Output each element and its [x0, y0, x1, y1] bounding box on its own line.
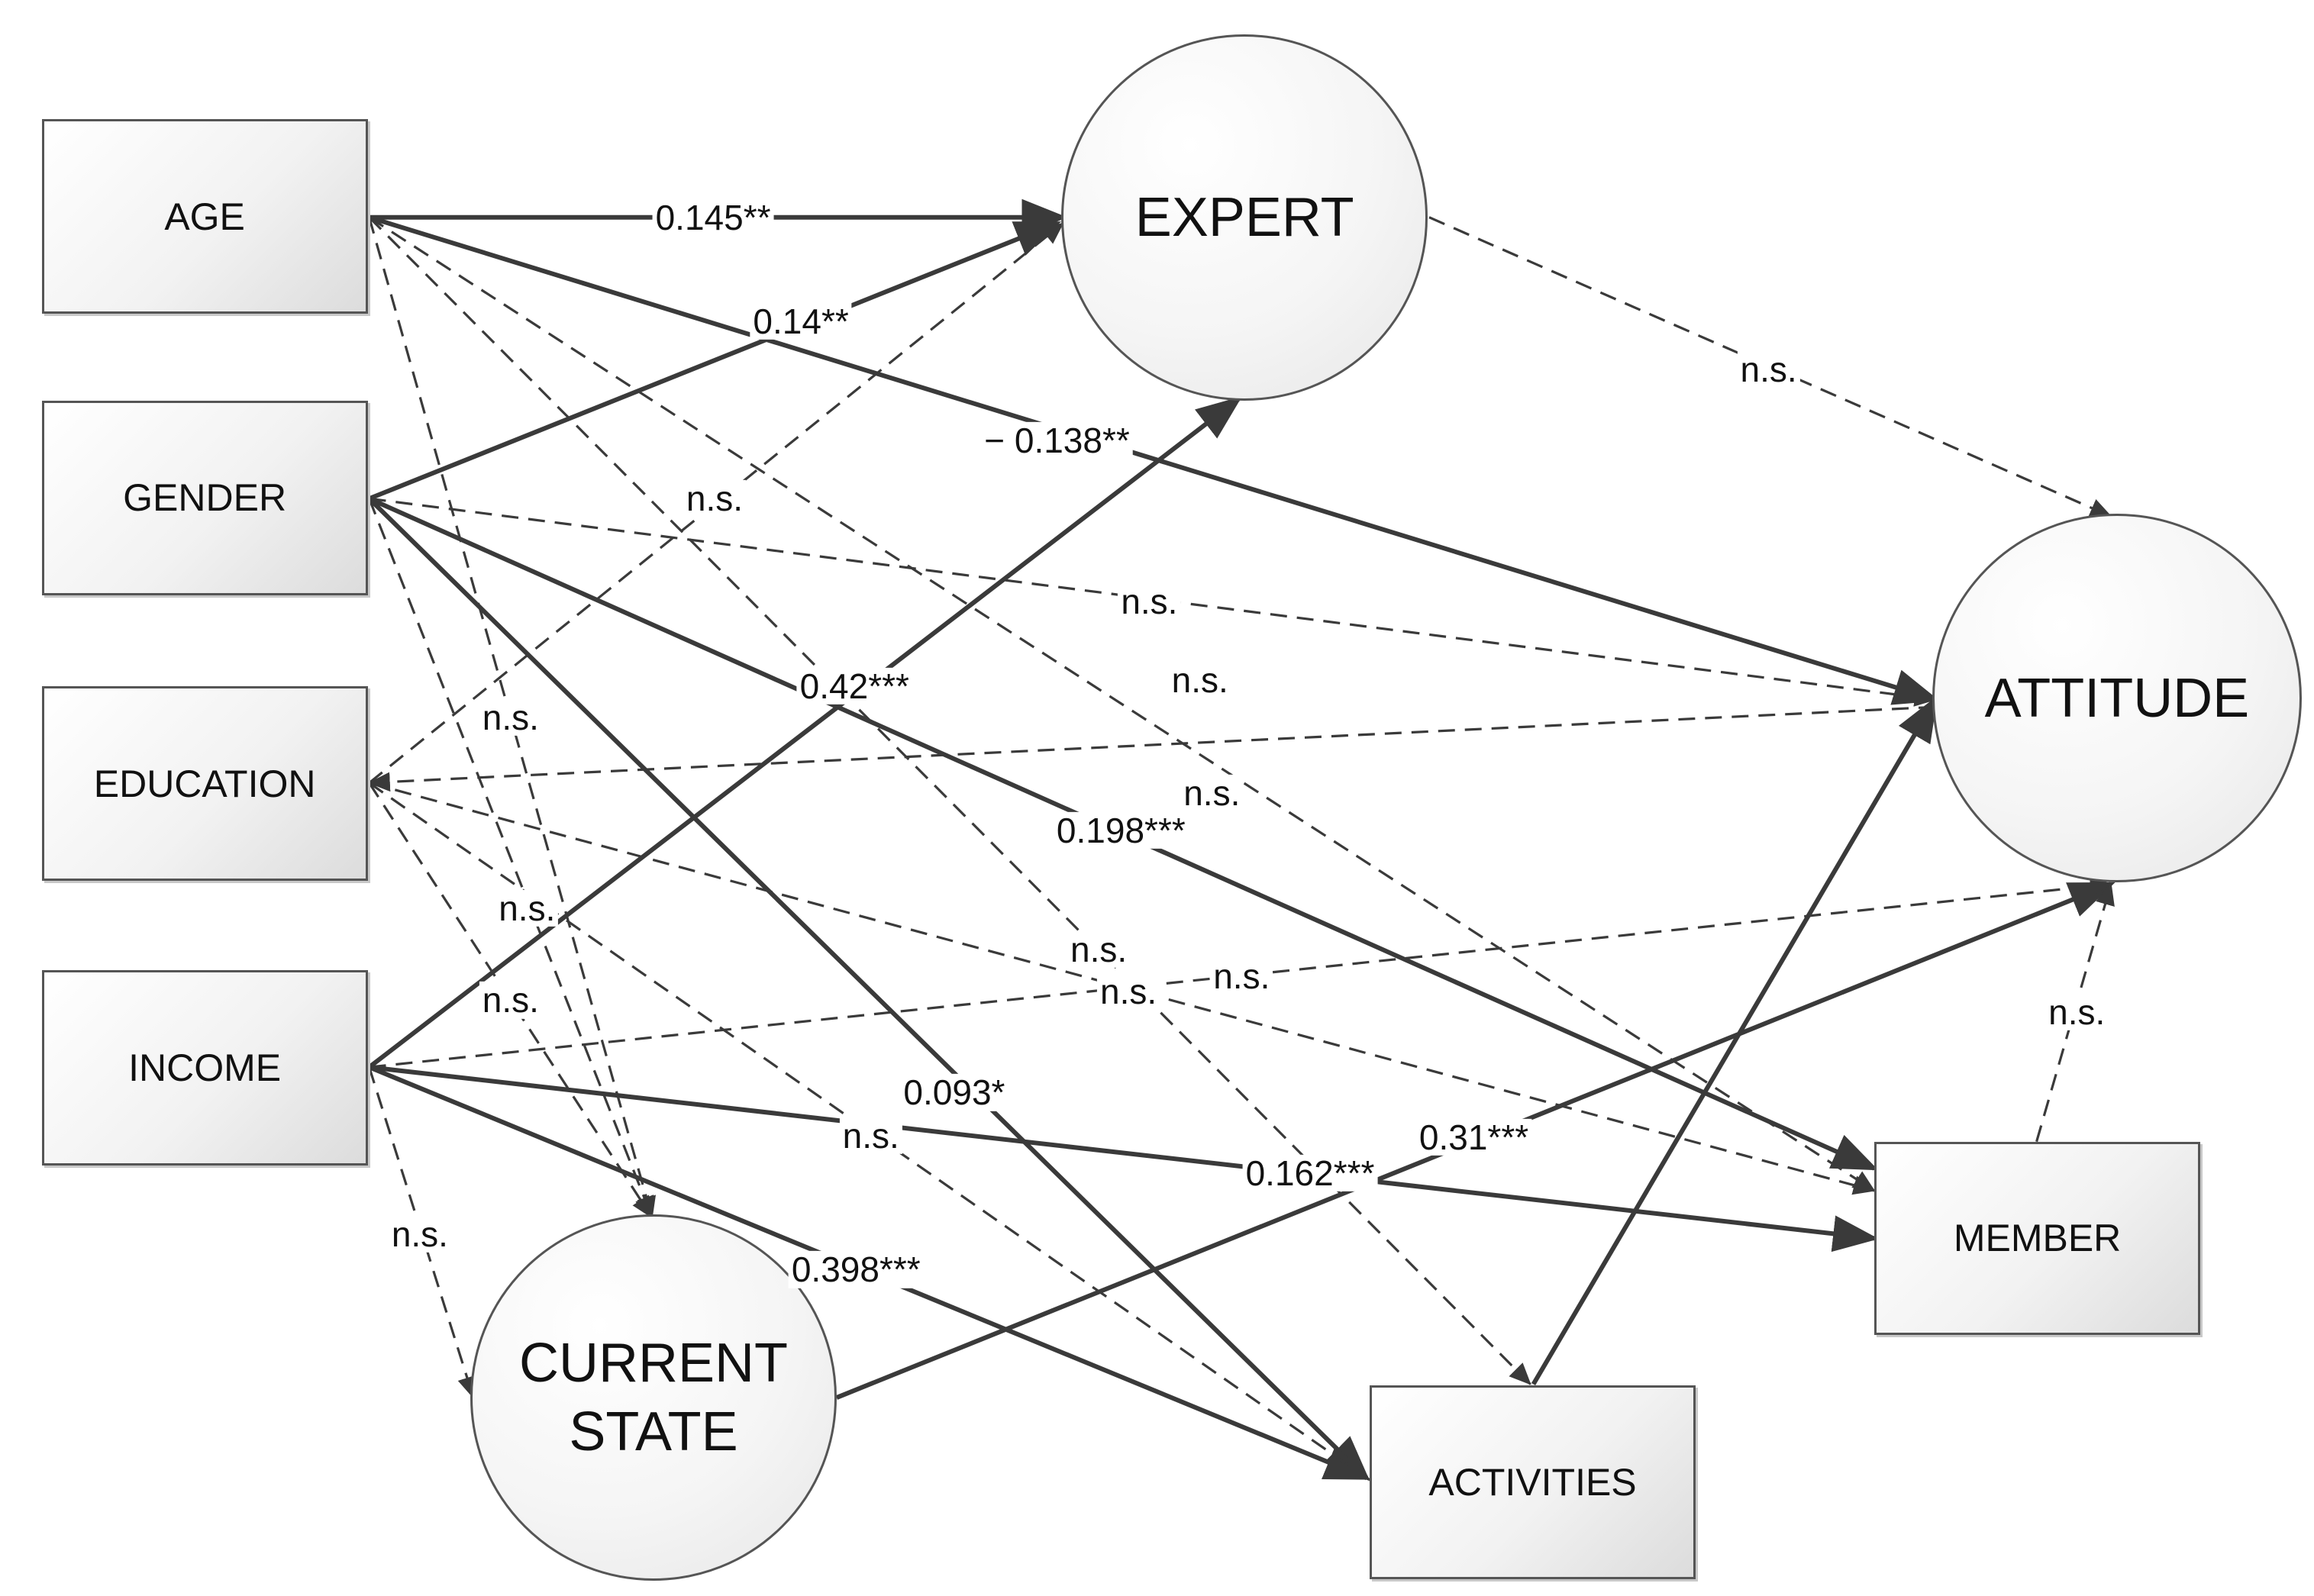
- path-arrow-age-to-activities: [368, 216, 1531, 1385]
- path-arrow-income-to-activities: [368, 1065, 1371, 1481]
- path-arrows: [367, 198, 2116, 1482]
- path-arrow-income-to-current-state: [368, 1066, 477, 1399]
- path-arrow-gender-to-attitude: [369, 497, 1937, 707]
- path-arrow-activities-to-attitude: [1531, 695, 1938, 1386]
- path-arrow-education-to-current-state: [368, 782, 654, 1219]
- path-arrow-age-to-attitude: [368, 214, 1940, 705]
- path-arrow-education-to-expert: [368, 222, 1064, 784]
- path-arrow-age-to-current-state: [368, 217, 657, 1219]
- path-arrow-income-to-attitude: [369, 876, 2112, 1069]
- path-arrow-expert-to-attitude: [1428, 216, 2112, 518]
- path-arrow-income-to-expert: [367, 395, 1243, 1069]
- path-arrow-gender-to-member: [368, 496, 1879, 1171]
- path-arrow-gender-to-current-state: [368, 498, 654, 1219]
- path-arrow-gender-to-expert: [368, 221, 1062, 501]
- path-arrow-income-to-member: [369, 1065, 1880, 1253]
- path-arrow-age-to-member: [368, 216, 1876, 1192]
- path-arrow-gender-to-activities: [367, 497, 1370, 1482]
- path-arrow-member-to-attitude: [2035, 882, 2115, 1143]
- path-arrow-attitude-to-education: [368, 705, 1936, 792]
